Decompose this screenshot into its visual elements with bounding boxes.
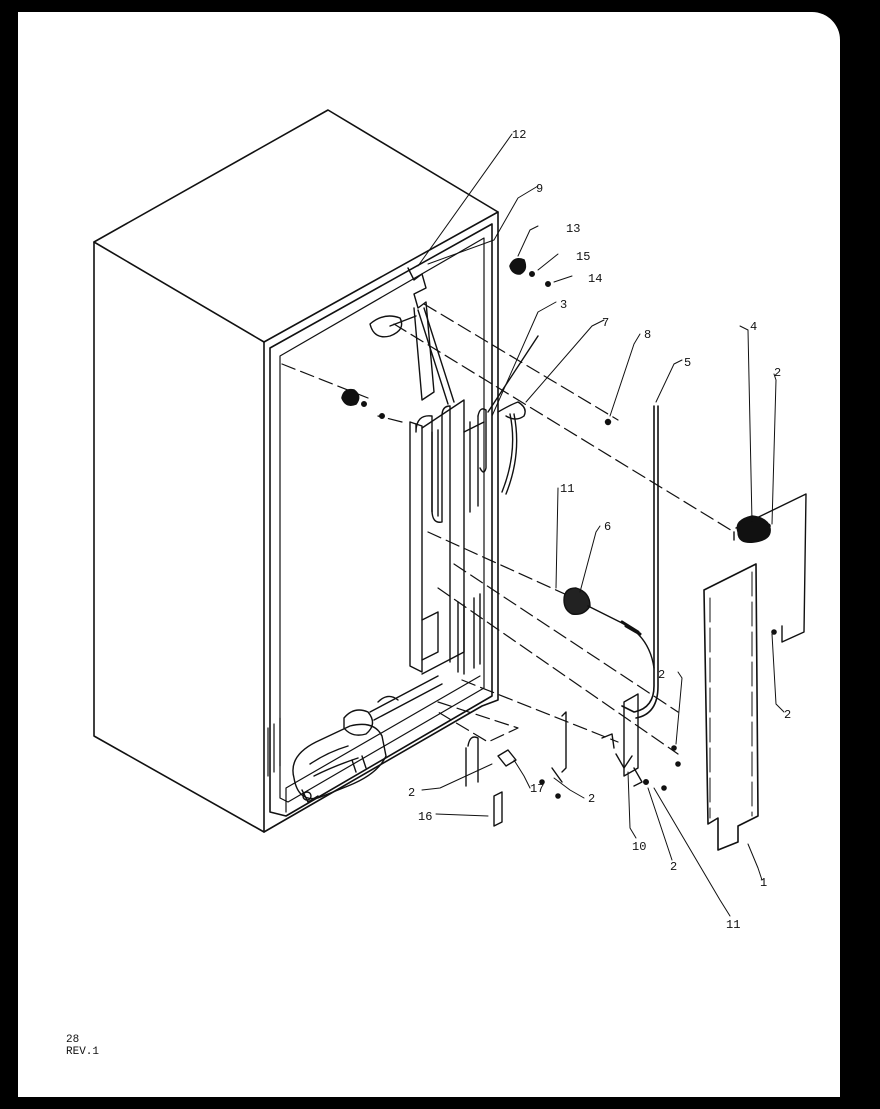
callout-label: 2 (784, 708, 791, 722)
callout-label: 4 (750, 320, 757, 334)
leader-lines (281, 303, 735, 755)
callout-label: 10 (632, 840, 646, 854)
cabinet (93, 109, 499, 833)
callout-label: 11 (560, 482, 574, 496)
corner-vents (267, 717, 281, 777)
part-3-tube (477, 335, 539, 495)
callout-label: 2 (408, 786, 415, 800)
compressor-assembly (292, 675, 443, 803)
part-1-rear-panel (703, 563, 759, 851)
callout-numbers: 12 9 13 15 14 3 7 8 5 4 2 11 6 2 2 2 17 … (408, 128, 791, 932)
callout-label: 7 (602, 316, 609, 330)
cabinet-top (93, 109, 499, 343)
base-rail (285, 675, 481, 813)
callout-label: 6 (604, 520, 611, 534)
callout-label: 2 (774, 366, 781, 380)
callout-label: 2 (658, 668, 665, 682)
callout-label: 3 (560, 298, 567, 312)
power-cord (621, 405, 659, 719)
callout-label: 5 (684, 356, 691, 370)
drain-tube (369, 267, 455, 405)
cabinet-back-edge (263, 211, 499, 833)
page-footer: 28 REV.1 (66, 1034, 99, 1058)
cabinet-back-flange (269, 223, 493, 817)
back-panel-inner (279, 237, 485, 803)
callout-label: 2 (588, 792, 595, 806)
revision-label: REV.1 (66, 1046, 100, 1058)
callout-label: 1 (760, 876, 767, 890)
callout-label: 16 (418, 810, 432, 824)
callout-label: 14 (588, 272, 602, 286)
callout-label: 11 (726, 918, 740, 932)
callout-label: 17 (530, 782, 544, 796)
fastener-cluster-top (509, 258, 551, 287)
callout-label: 9 (536, 182, 543, 196)
cabinet-side (93, 241, 265, 833)
callout-label: 15 (576, 250, 590, 264)
part-10-bracket (601, 693, 643, 787)
condenser-coil (409, 399, 485, 675)
callout-label: 2 (670, 860, 677, 874)
callout-label: 12 (512, 128, 526, 142)
exploded-view-diagram: 12 9 13 15 14 3 7 8 5 4 2 11 6 2 2 2 17 … (93, 109, 807, 932)
part-4-access-cover (733, 493, 807, 643)
part-8-screw (604, 418, 612, 426)
callout-leaders (417, 133, 785, 917)
part-6-plug (563, 587, 655, 669)
page-number: 28 (66, 1034, 80, 1046)
callout-label: 13 (566, 222, 580, 236)
drawing-sheet: 12 9 13 15 14 3 7 8 5 4 2 11 6 2 2 2 17 … (18, 12, 840, 1097)
part-16-17-bracket (465, 711, 567, 827)
plug-button (341, 388, 385, 419)
callout-label: 8 (644, 328, 651, 342)
